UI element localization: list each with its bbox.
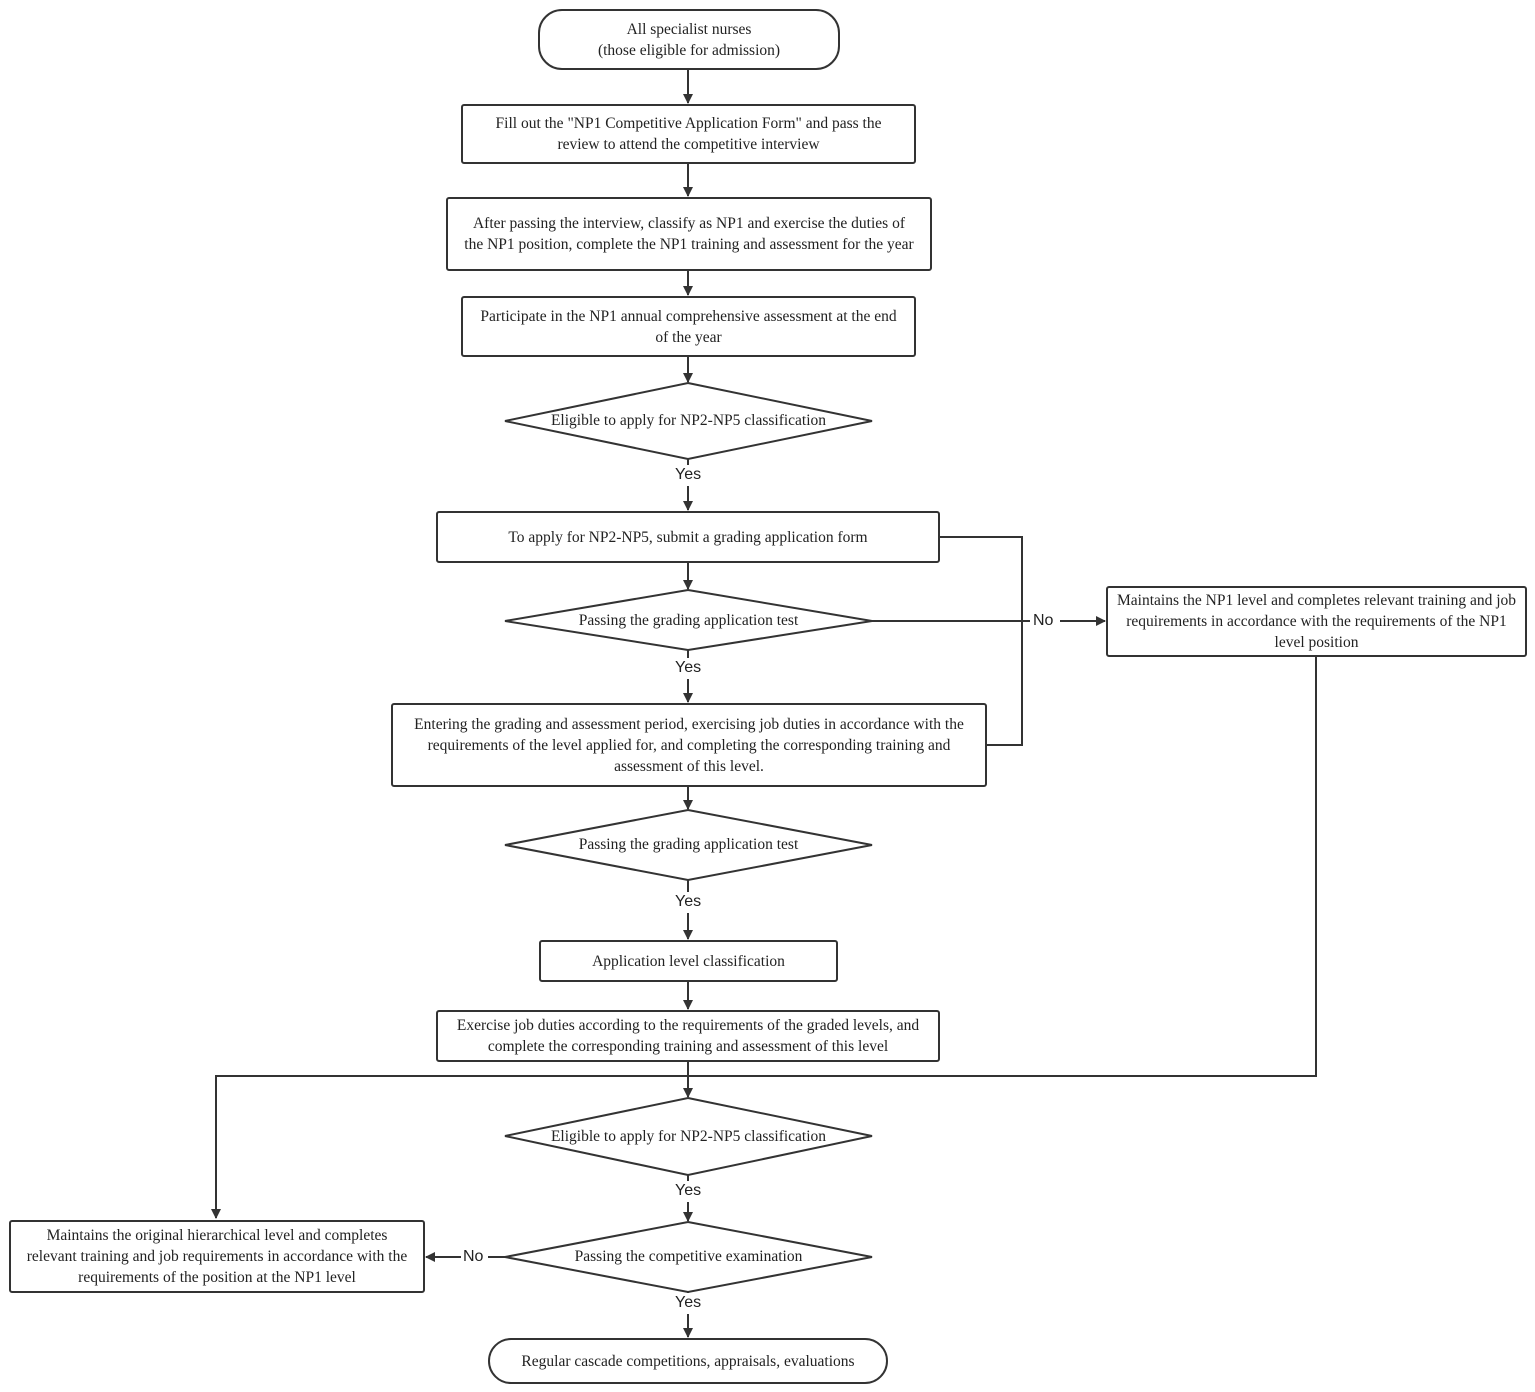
start-node: All specialist nurses (those eligible fo… [538,9,840,70]
eligible-1-text: Eligible to apply for NP2-NP5 classifica… [550,412,827,429]
maintain-original-box: Maintains the original hierarchical leve… [9,1220,425,1293]
annual-assessment-box: Participate in the NP1 annual comprehens… [461,296,916,357]
apply-np2-np5-box: To apply for NP2-NP5, submit a grading a… [436,511,940,563]
exercise-graded-box: Exercise job duties according to the req… [436,1010,940,1062]
connector-apply-to-period-loop [940,536,1023,746]
yes-label-passing-test-1: Yes [674,659,703,677]
application-level-box: Application level classification [539,940,838,982]
end-node: Regular cascade competitions, appraisals… [488,1338,888,1384]
yes-label-competitive-exam: Yes [674,1294,703,1312]
yes-label-eligible-2: Yes [674,1182,703,1200]
competitive-exam-text: Passing the competitive examination [574,1248,803,1265]
yes-label-eligible-1: Yes [674,466,703,484]
passing-test-2-text: Passing the grading application test [578,836,799,853]
no-label-competitive-exam: No [462,1248,485,1266]
no-label-passing-test-1: No [1032,612,1055,630]
fill-form-box: Fill out the "NP1 Competitive Applicatio… [461,104,916,164]
maintain-np1-box: Maintains the NP1 level and completes re… [1106,586,1527,657]
yes-label-passing-test-2: Yes [674,893,703,911]
passing-test-1-text: Passing the grading application test [578,612,799,629]
connector-maintain-to-bottom [211,657,1317,1219]
eligible-2-text: Eligible to apply for NP2-NP5 classifica… [550,1127,827,1145]
grading-period-box: Entering the grading and assessment peri… [391,703,987,787]
after-interview-box: After passing the interview, classify as… [446,197,932,271]
